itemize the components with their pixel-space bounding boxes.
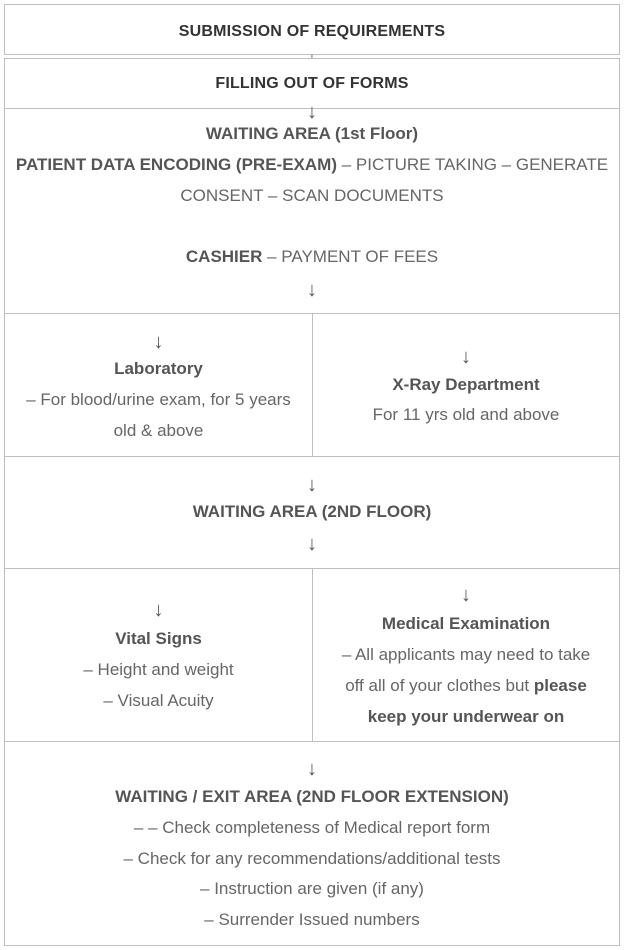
medical-exam-line-2-bold: please [533, 676, 587, 695]
encoding-line-2: CONSENT – SCAN DOCUMENTS [180, 186, 444, 205]
arrow-down-icon: ↓ [461, 584, 471, 606]
arrow-down-icon: ↓ [153, 599, 164, 621]
arrow-down-icon: ↓ [307, 533, 317, 555]
exit-line-4: – Surrender Issued numbers [204, 910, 420, 929]
arrow-down-icon: ↓ [307, 101, 317, 123]
cashier-bold: CASHIER [185, 247, 263, 266]
exit-line-1: – – Check completeness of Medical report… [133, 818, 491, 837]
arrow-down-icon: ↓ [461, 346, 471, 368]
encoding-rest: – PICTURE TAKING – GENERATE [336, 155, 609, 174]
exit-line-2: – Check for any recommendations/addition… [123, 849, 501, 868]
medical-exam-line-3: keep your underwear on [367, 707, 565, 726]
cashier-rest: – PAYMENT OF FEES [262, 247, 439, 266]
medical-exam-title: Medical Examination [381, 614, 551, 633]
laboratory-line-2: old & above [113, 421, 204, 440]
step-vitals-medical-box: ↓ Vital Signs – Height and weight – Visu… [4, 568, 620, 742]
arrow-down-icon: ↓ [307, 474, 317, 496]
step-exit-box: ↓ WAITING / EXIT AREA (2ND FLOOR EXTENSI… [4, 741, 620, 946]
medical-exam-line-2-normal: off all of your clothes but [345, 676, 534, 695]
cashier-line: CASHIER – PAYMENT OF FEES [5, 242, 619, 272]
encoding-bold: PATIENT DATA ENCODING (PRE-EXAM) [15, 155, 337, 174]
xray-line-1: For 11 yrs old and above [372, 405, 560, 424]
vital-signs-line-1: – Height and weight [83, 660, 234, 679]
laboratory-title: Laboratory [114, 359, 203, 378]
medical-exam-line-2: off all of your clothes but please [313, 671, 619, 701]
forms-title: FILLING OUT OF FORMS [215, 75, 409, 92]
waiting-area-2nd-title: WAITING AREA (2ND FLOOR) [192, 502, 432, 521]
step-submission-box: SUBMISSION OF REQUIREMENTS [4, 4, 620, 55]
exit-area-title: WAITING / EXIT AREA (2ND FLOOR EXTENSION… [115, 787, 509, 806]
medical-exam-cell: ↓ Medical Examination – All applicants m… [313, 569, 619, 741]
xray-title: X-Ray Department [392, 375, 540, 394]
vital-signs-cell: ↓ Vital Signs – Height and weight – Visu… [5, 569, 313, 741]
submission-title: SUBMISSION OF REQUIREMENTS [178, 23, 446, 40]
arrow-down-icon: ↓ [307, 279, 317, 301]
waiting-area-1st-title: WAITING AREA (1st Floor) [205, 124, 419, 143]
laboratory-line-1: – For blood/urine exam, for 5 years [26, 390, 291, 409]
exit-line-3: – Instruction are given (if any) [200, 879, 424, 898]
step-waiting-2nd-box: ↓ WAITING AREA (2ND FLOOR) ↓ [4, 456, 620, 569]
xray-cell: ↓ X-Ray Department For 11 yrs old and ab… [313, 314, 619, 456]
medical-exam-line-1: – All applicants may need to take [341, 645, 591, 664]
laboratory-cell: ↓ Laboratory – For blood/urine exam, for… [5, 314, 313, 456]
step-waiting-1st-box: ↓ WAITING AREA (1st Floor) PATIENT DATA … [4, 101, 620, 314]
vital-signs-title: Vital Signs [115, 629, 202, 648]
step-lab-xray-box: ↓ Laboratory – For blood/urine exam, for… [4, 313, 620, 457]
encoding-line: PATIENT DATA ENCODING (PRE-EXAM) – PICTU… [5, 150, 619, 180]
arrow-down-icon: ↓ [307, 758, 317, 780]
vital-signs-line-2: – Visual Acuity [103, 691, 214, 710]
arrow-down-icon: ↓ [153, 331, 164, 353]
